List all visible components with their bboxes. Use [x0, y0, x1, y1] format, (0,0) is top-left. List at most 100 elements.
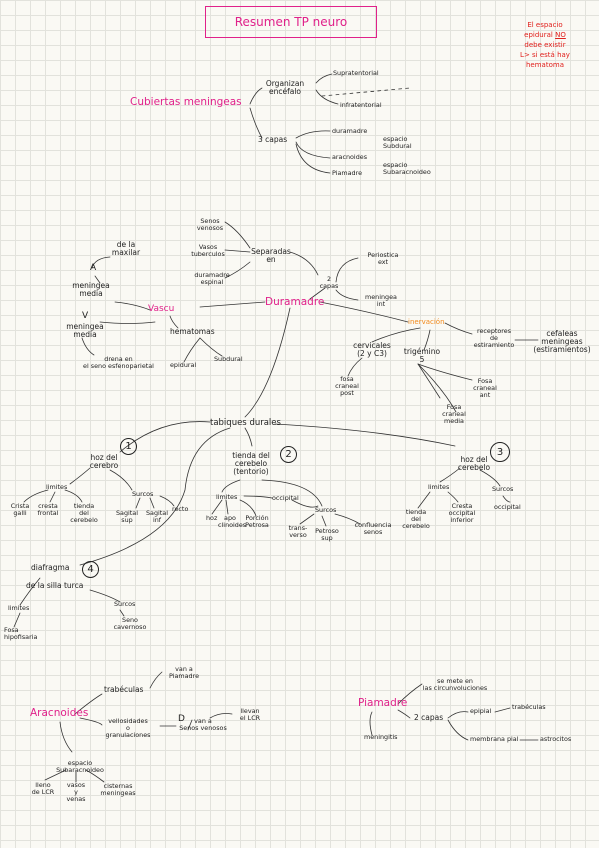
duramadre-node: duramadre	[332, 127, 368, 135]
limites-2-node: limites	[216, 493, 238, 501]
piamadre-node: Piamadre	[332, 169, 363, 177]
dos-capas-pia-node: 2 capas	[414, 713, 444, 722]
cubiertas-heading: Cubiertas meningeas	[130, 96, 242, 108]
title-box: Resumen TP neuro	[205, 6, 377, 38]
occipital-2-node: occipital	[272, 494, 299, 502]
hoz-2-node: hoz	[206, 514, 218, 522]
number-marker-1: 1	[120, 438, 137, 455]
subdural-node: Subdural	[214, 355, 243, 363]
vascu-node: Vascu	[148, 304, 175, 314]
number-marker-4: 4	[82, 561, 99, 578]
membrana-pial-node: membrana pial	[470, 735, 519, 743]
duramadre-heading: Duramadre	[265, 296, 325, 308]
occipital-3-node: occipital	[494, 503, 521, 511]
surcos-3-node: Surcos	[492, 485, 514, 493]
side-note-line: epidural NO	[524, 31, 566, 39]
silla-turca-node: de la silla turca	[26, 581, 84, 590]
aracnoides-heading: Aracnoides	[30, 707, 89, 719]
limites-1-node: limites	[46, 483, 68, 491]
trabeculas-node: trabéculas	[104, 685, 144, 694]
limites-4-node: limites	[8, 604, 30, 612]
supratentorial-node: Supratentorial	[333, 69, 379, 77]
side-note-line: hematoma	[526, 61, 564, 69]
recto-1-node: recto	[172, 505, 189, 513]
epipial-node: epipial	[470, 707, 492, 715]
limites-3-node: limites	[428, 483, 450, 491]
arteria-marker: A	[90, 263, 97, 273]
hematomas-node: hematomas	[170, 327, 215, 336]
surcos-1-node: Surcos	[132, 490, 154, 498]
aracnoides-node: aracnoides	[332, 153, 368, 161]
infratentorial-node: infratentorial	[340, 101, 382, 109]
astrocitos-node: astrocitos	[540, 735, 572, 743]
piamadre-heading: Piamadre	[358, 697, 408, 709]
transverso-node: trans-verso	[288, 524, 308, 539]
side-note: El espacio epidural NO debe existir L> s…	[505, 20, 585, 70]
arrow-d-marker: D	[178, 714, 185, 724]
diafragma-node: diafragma	[31, 563, 70, 572]
trabeculas-pia-node: trabéculas	[512, 703, 546, 711]
number-marker-3: 3	[490, 442, 510, 462]
epidural-node: epidural	[170, 361, 197, 369]
surcos-4-node: Surcos	[114, 600, 136, 608]
side-note-line: El espacio	[527, 21, 563, 29]
side-note-line: debe existir	[524, 41, 566, 49]
cervicales-node: cervicales(2 y C3)	[353, 341, 391, 358]
vena-marker: V	[82, 311, 89, 321]
number-marker-2: 2	[280, 446, 297, 463]
tres-capas-node: 3 capas	[258, 135, 288, 144]
meningitis-node: meningitis	[364, 733, 398, 741]
surcos-2-node: Surcos	[315, 506, 337, 514]
page-title: Resumen TP neuro	[234, 15, 348, 29]
tabiques-heading: tabiques durales	[210, 418, 281, 428]
inervacion-node: inervación	[408, 318, 445, 326]
side-note-line: L> si está hay	[520, 51, 570, 59]
